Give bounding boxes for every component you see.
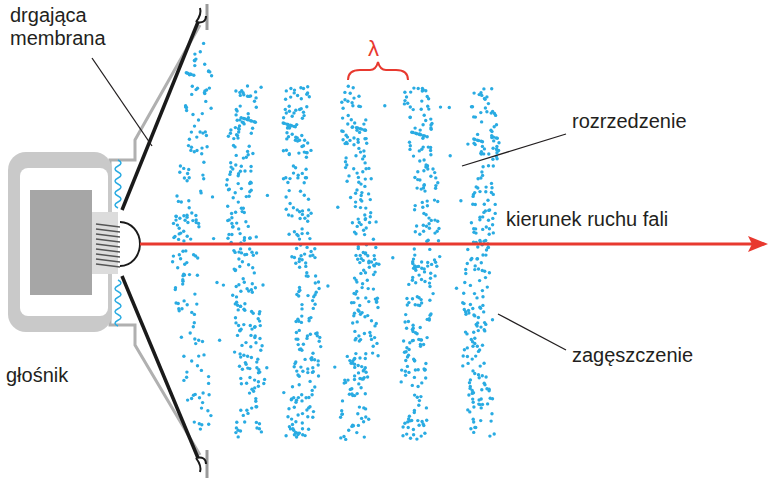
membrane: [122, 276, 198, 458]
rarefaction-label: rozrzedzenie: [572, 110, 687, 133]
leader-line: [498, 314, 566, 350]
compression-label: zagęszczenie: [572, 344, 693, 367]
leader-line: [92, 58, 152, 146]
voice-coil: [96, 224, 120, 267]
speaker-label: głośnik: [6, 364, 68, 387]
spider: [115, 280, 121, 326]
wavelength-symbol: λ: [368, 36, 379, 61]
wave-direction-label: kierunek ruchu fali: [506, 208, 668, 231]
air-particles: [171, 42, 501, 441]
arrowhead: [748, 236, 768, 252]
membrane: [122, 22, 198, 210]
membrane-label: drgająca membrana: [10, 4, 130, 50]
surround: [196, 8, 206, 22]
spider: [115, 160, 121, 208]
surround: [196, 458, 206, 472]
magnet-core: [30, 190, 92, 295]
leader-line: [462, 134, 566, 166]
wavelength-bracket: [348, 62, 408, 80]
dust-cap: [120, 222, 140, 266]
wave-direction-arrow: [140, 243, 752, 246]
